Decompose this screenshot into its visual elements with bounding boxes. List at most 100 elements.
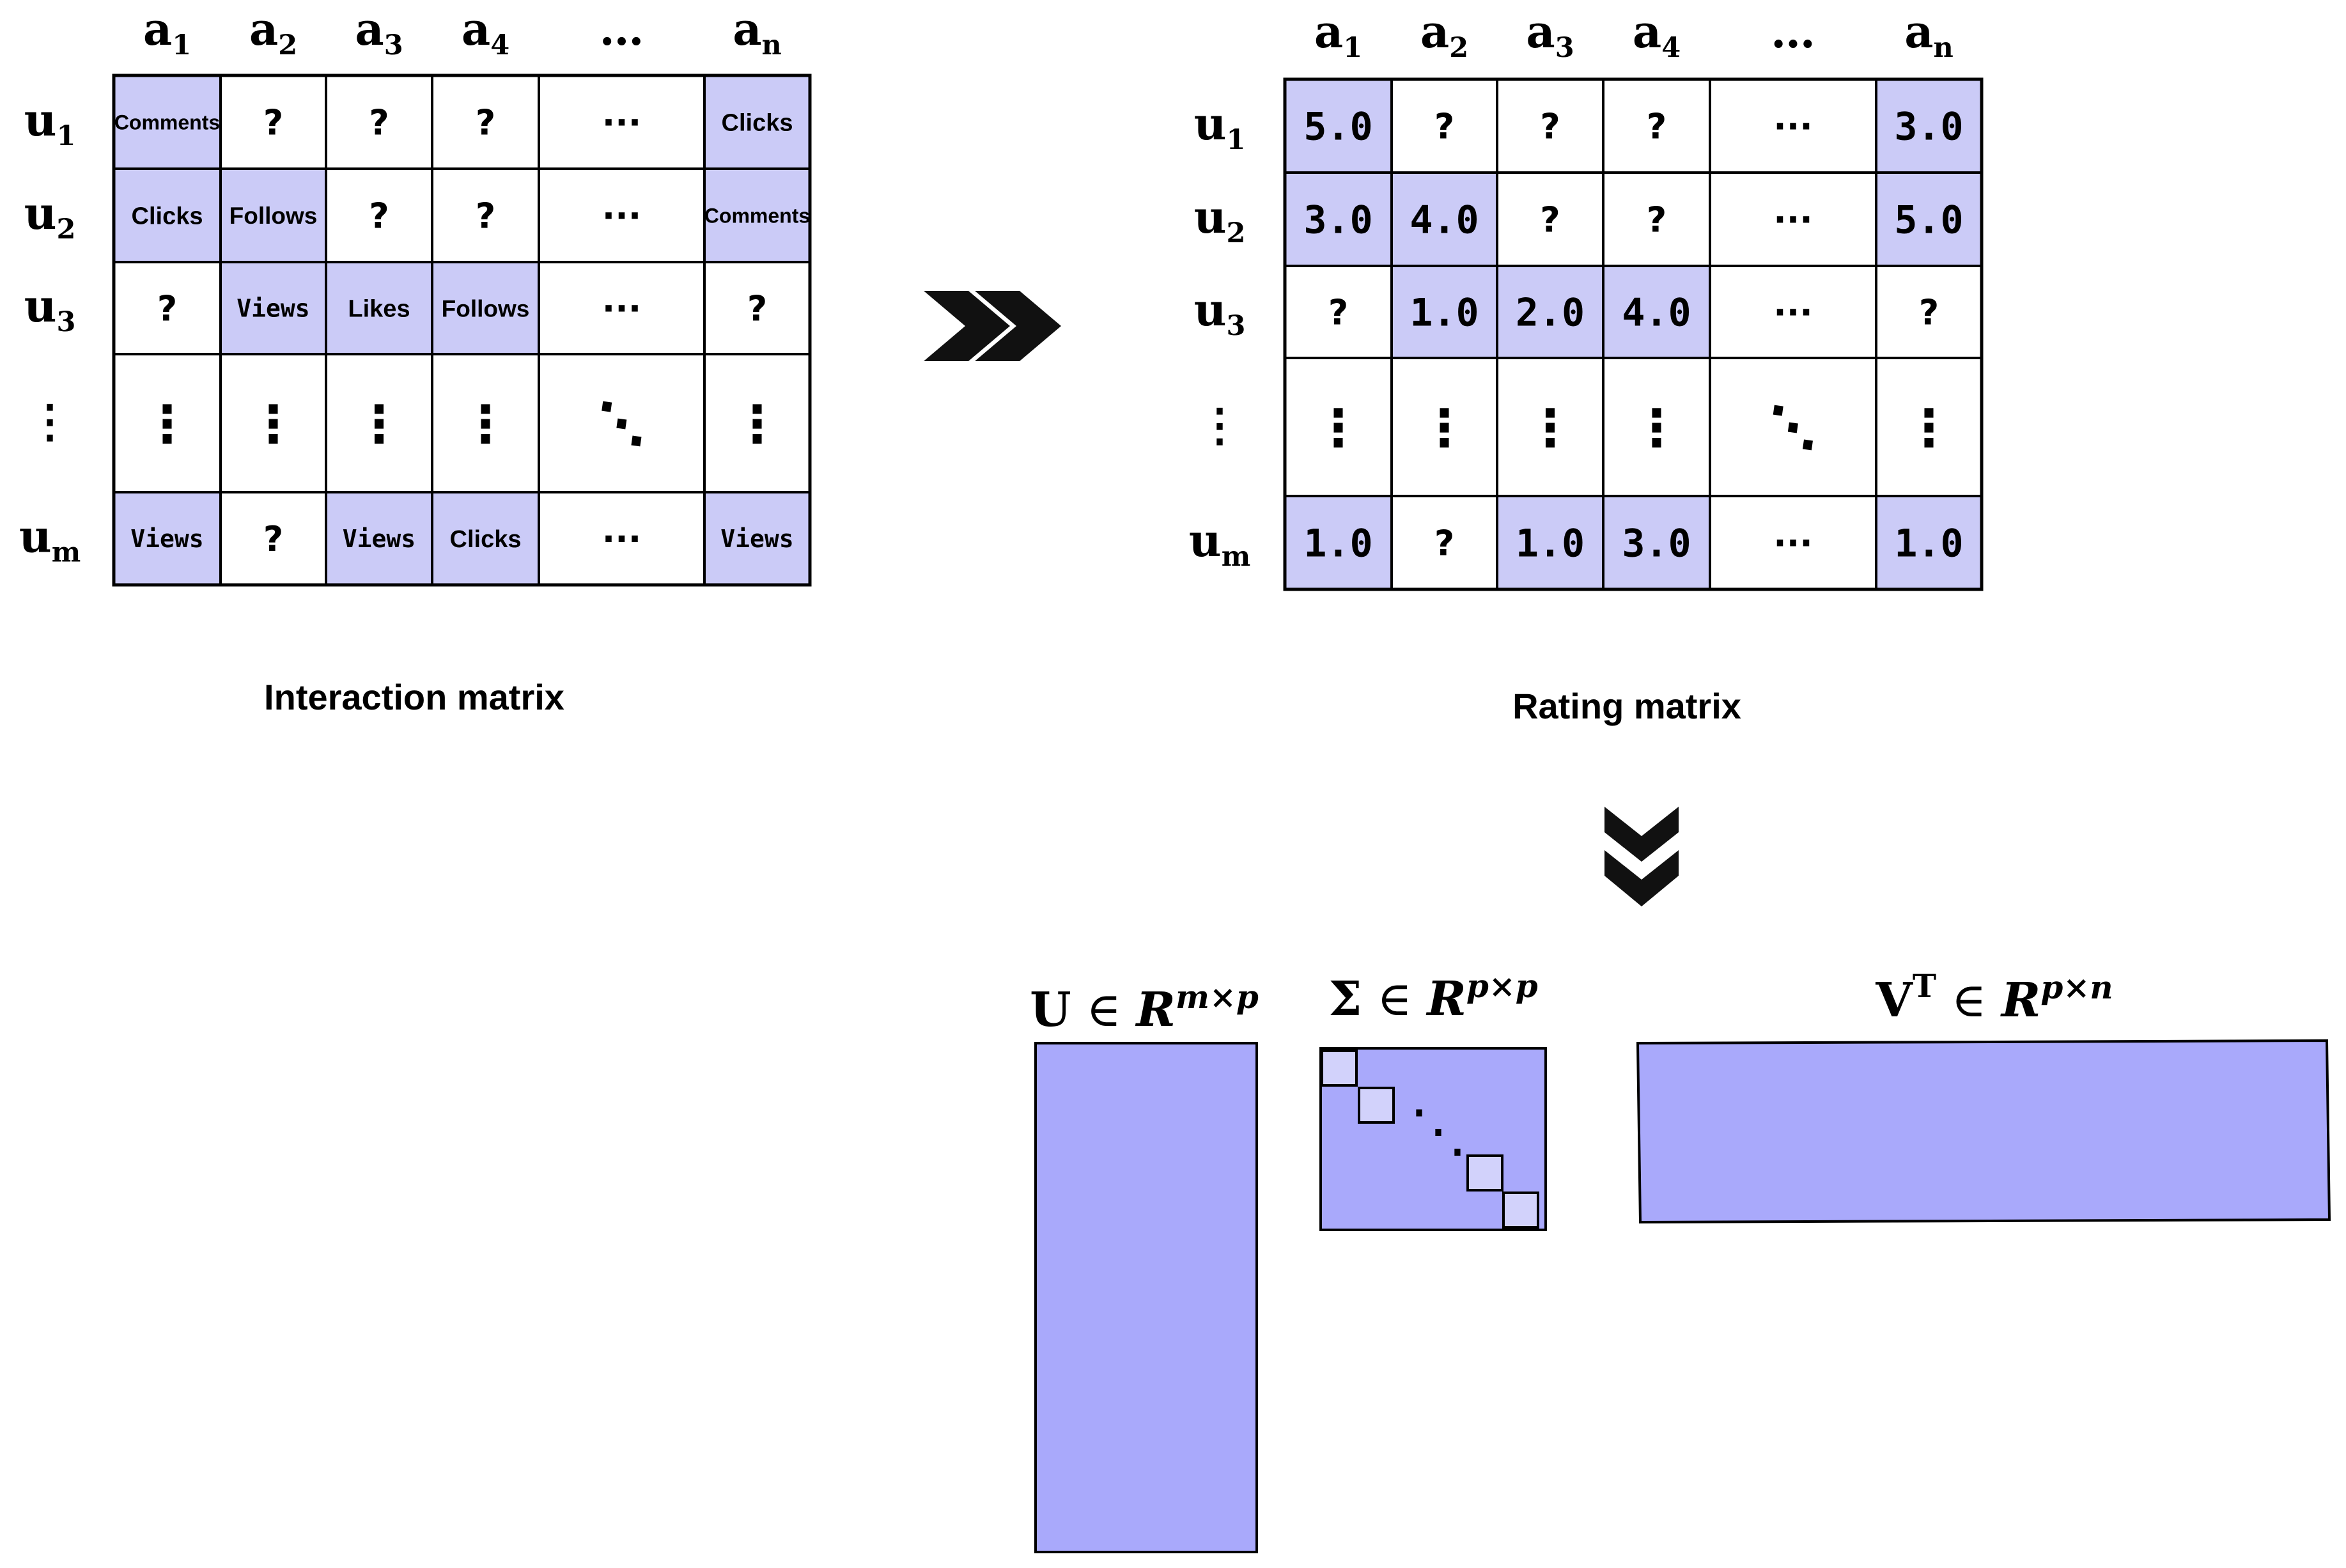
matrix-cell: 3.0 bbox=[1284, 171, 1393, 267]
cell-value: Views bbox=[720, 525, 793, 553]
matrix-cell: Views bbox=[325, 491, 433, 586]
matrix-cell: Follows bbox=[219, 167, 327, 263]
matrix-cell: ? bbox=[325, 74, 433, 170]
matrix-cell: Comments bbox=[703, 167, 811, 263]
cell-value: ? bbox=[476, 102, 495, 143]
cell-value: ? bbox=[1328, 292, 1348, 332]
matrix-cell: Views bbox=[703, 491, 811, 586]
cell-background bbox=[538, 353, 706, 493]
u-factor-group: U ∈ Rm×p bbox=[1030, 978, 1259, 1553]
matrix-cell: Comments bbox=[113, 74, 222, 170]
cell-background bbox=[1875, 357, 1983, 497]
matrix-cell: 5.0 bbox=[1875, 171, 1983, 267]
matrix-cell: ⋮ bbox=[1875, 357, 1983, 497]
cell-value: Clicks bbox=[450, 526, 522, 553]
column-header-4: a4 bbox=[462, 3, 509, 61]
cell-value: ··· bbox=[602, 102, 642, 143]
matrix-cell: Clicks bbox=[703, 74, 811, 170]
matrix-cell: 2.0 bbox=[1496, 265, 1604, 359]
cell-value: Clicks bbox=[132, 203, 203, 230]
cell-value: ⋮ bbox=[1313, 398, 1364, 458]
matrix-cell: ··· bbox=[538, 261, 706, 355]
matrix-cell: Clicks bbox=[431, 491, 540, 586]
cell-value: ? bbox=[1647, 199, 1666, 240]
cell-value: Clicks bbox=[722, 110, 793, 137]
cell-background bbox=[1709, 495, 1877, 591]
cell-value: ⋮ bbox=[1525, 398, 1576, 458]
cell-background bbox=[703, 261, 811, 355]
matrix-cell: Clicks bbox=[113, 167, 222, 263]
matrix-cell: ? bbox=[431, 74, 540, 170]
matrix-border bbox=[112, 74, 812, 587]
cell-value: ··· bbox=[1773, 106, 1813, 146]
cell-value: ? bbox=[1919, 292, 1939, 332]
row-header-2: u2 bbox=[24, 187, 76, 245]
cell-value: ⋮ bbox=[1904, 398, 1955, 458]
matrix-cell: ··· bbox=[1709, 495, 1877, 591]
matrix-cell: ? bbox=[1875, 265, 1983, 359]
cell-value: Comments bbox=[114, 111, 220, 134]
sigma-factor-label: Σ ∈ Rp×p bbox=[1328, 967, 1538, 1027]
column-header-4: a4 bbox=[1633, 5, 1681, 64]
interaction-matrix-caption: Interaction matrix bbox=[264, 677, 564, 717]
cell-background bbox=[219, 261, 327, 355]
sigma-diagonal-entry bbox=[1358, 1087, 1395, 1124]
row-header-1: u1 bbox=[1194, 97, 1246, 156]
cell-background bbox=[1602, 171, 1711, 267]
cell-background bbox=[538, 261, 706, 355]
cell-value: ? bbox=[369, 102, 389, 143]
matrix-cell: ⋮ bbox=[325, 353, 433, 493]
matrix-cell: ⋮ bbox=[431, 353, 540, 493]
matrix-cell: ··· bbox=[538, 74, 706, 170]
cell-value: ? bbox=[476, 196, 495, 236]
row-header-3: u3 bbox=[24, 279, 76, 338]
cell-value: ⋮ bbox=[142, 394, 193, 454]
matrix-cell: Likes bbox=[325, 261, 433, 355]
cell-background bbox=[219, 491, 327, 586]
cell-value: 1.0 bbox=[1516, 522, 1585, 566]
matrix-cell: Views bbox=[113, 491, 222, 586]
double-chevron-right-icon bbox=[924, 291, 1061, 361]
cell-background bbox=[1496, 171, 1604, 267]
vt-factor-block bbox=[1636, 1039, 2331, 1224]
cell-value: ··· bbox=[1773, 199, 1813, 240]
matrix-cell: ? bbox=[1496, 78, 1604, 174]
row-header-1: u1 bbox=[24, 93, 76, 152]
matrix-cell: ⋱ bbox=[1709, 357, 1877, 497]
cell-value: Follows bbox=[229, 203, 318, 229]
cell-value: 4.0 bbox=[1622, 291, 1691, 336]
row-header-m: um bbox=[1189, 514, 1250, 573]
cell-value: 5.0 bbox=[1894, 198, 1963, 243]
matrix-cell: 3.0 bbox=[1602, 495, 1711, 591]
cell-value: 2.0 bbox=[1516, 291, 1585, 336]
row-header-2: u2 bbox=[1194, 190, 1246, 249]
sigma-factor-group: Σ ∈ Rp×p ⋱ bbox=[1319, 967, 1547, 1231]
row-header-ellipsis: ⋮ bbox=[27, 394, 72, 447]
matrix-cell: ··· bbox=[538, 491, 706, 586]
cell-value: ⋮ bbox=[460, 394, 511, 454]
cell-value: ··· bbox=[602, 519, 642, 559]
cell-background bbox=[219, 353, 327, 493]
cell-value: ··· bbox=[602, 196, 642, 236]
cell-value: Views bbox=[343, 525, 416, 553]
matrix-cell: ⋮ bbox=[1284, 357, 1393, 497]
sigma-diagonal-entry bbox=[1466, 1154, 1503, 1192]
cell-background bbox=[1284, 495, 1393, 591]
cell-background bbox=[431, 74, 540, 170]
matrix-cell: ⋮ bbox=[113, 353, 222, 493]
row-header-3: u3 bbox=[1194, 283, 1246, 342]
matrix-cell: ⋮ bbox=[1496, 357, 1604, 497]
cell-background bbox=[1709, 357, 1877, 497]
cell-value: ? bbox=[369, 196, 389, 236]
column-header-2: a2 bbox=[249, 3, 297, 61]
sigma-diagonal-entry bbox=[1321, 1050, 1358, 1087]
matrix-cell: ? bbox=[1284, 265, 1393, 359]
matrix-cell: ? bbox=[1496, 171, 1604, 267]
cell-background bbox=[431, 261, 540, 355]
matrix-cell: 4.0 bbox=[1390, 171, 1498, 267]
cell-value: ? bbox=[263, 102, 283, 143]
cell-value: 1.0 bbox=[1410, 291, 1479, 336]
double-chevron-down-icon bbox=[1604, 807, 1679, 906]
